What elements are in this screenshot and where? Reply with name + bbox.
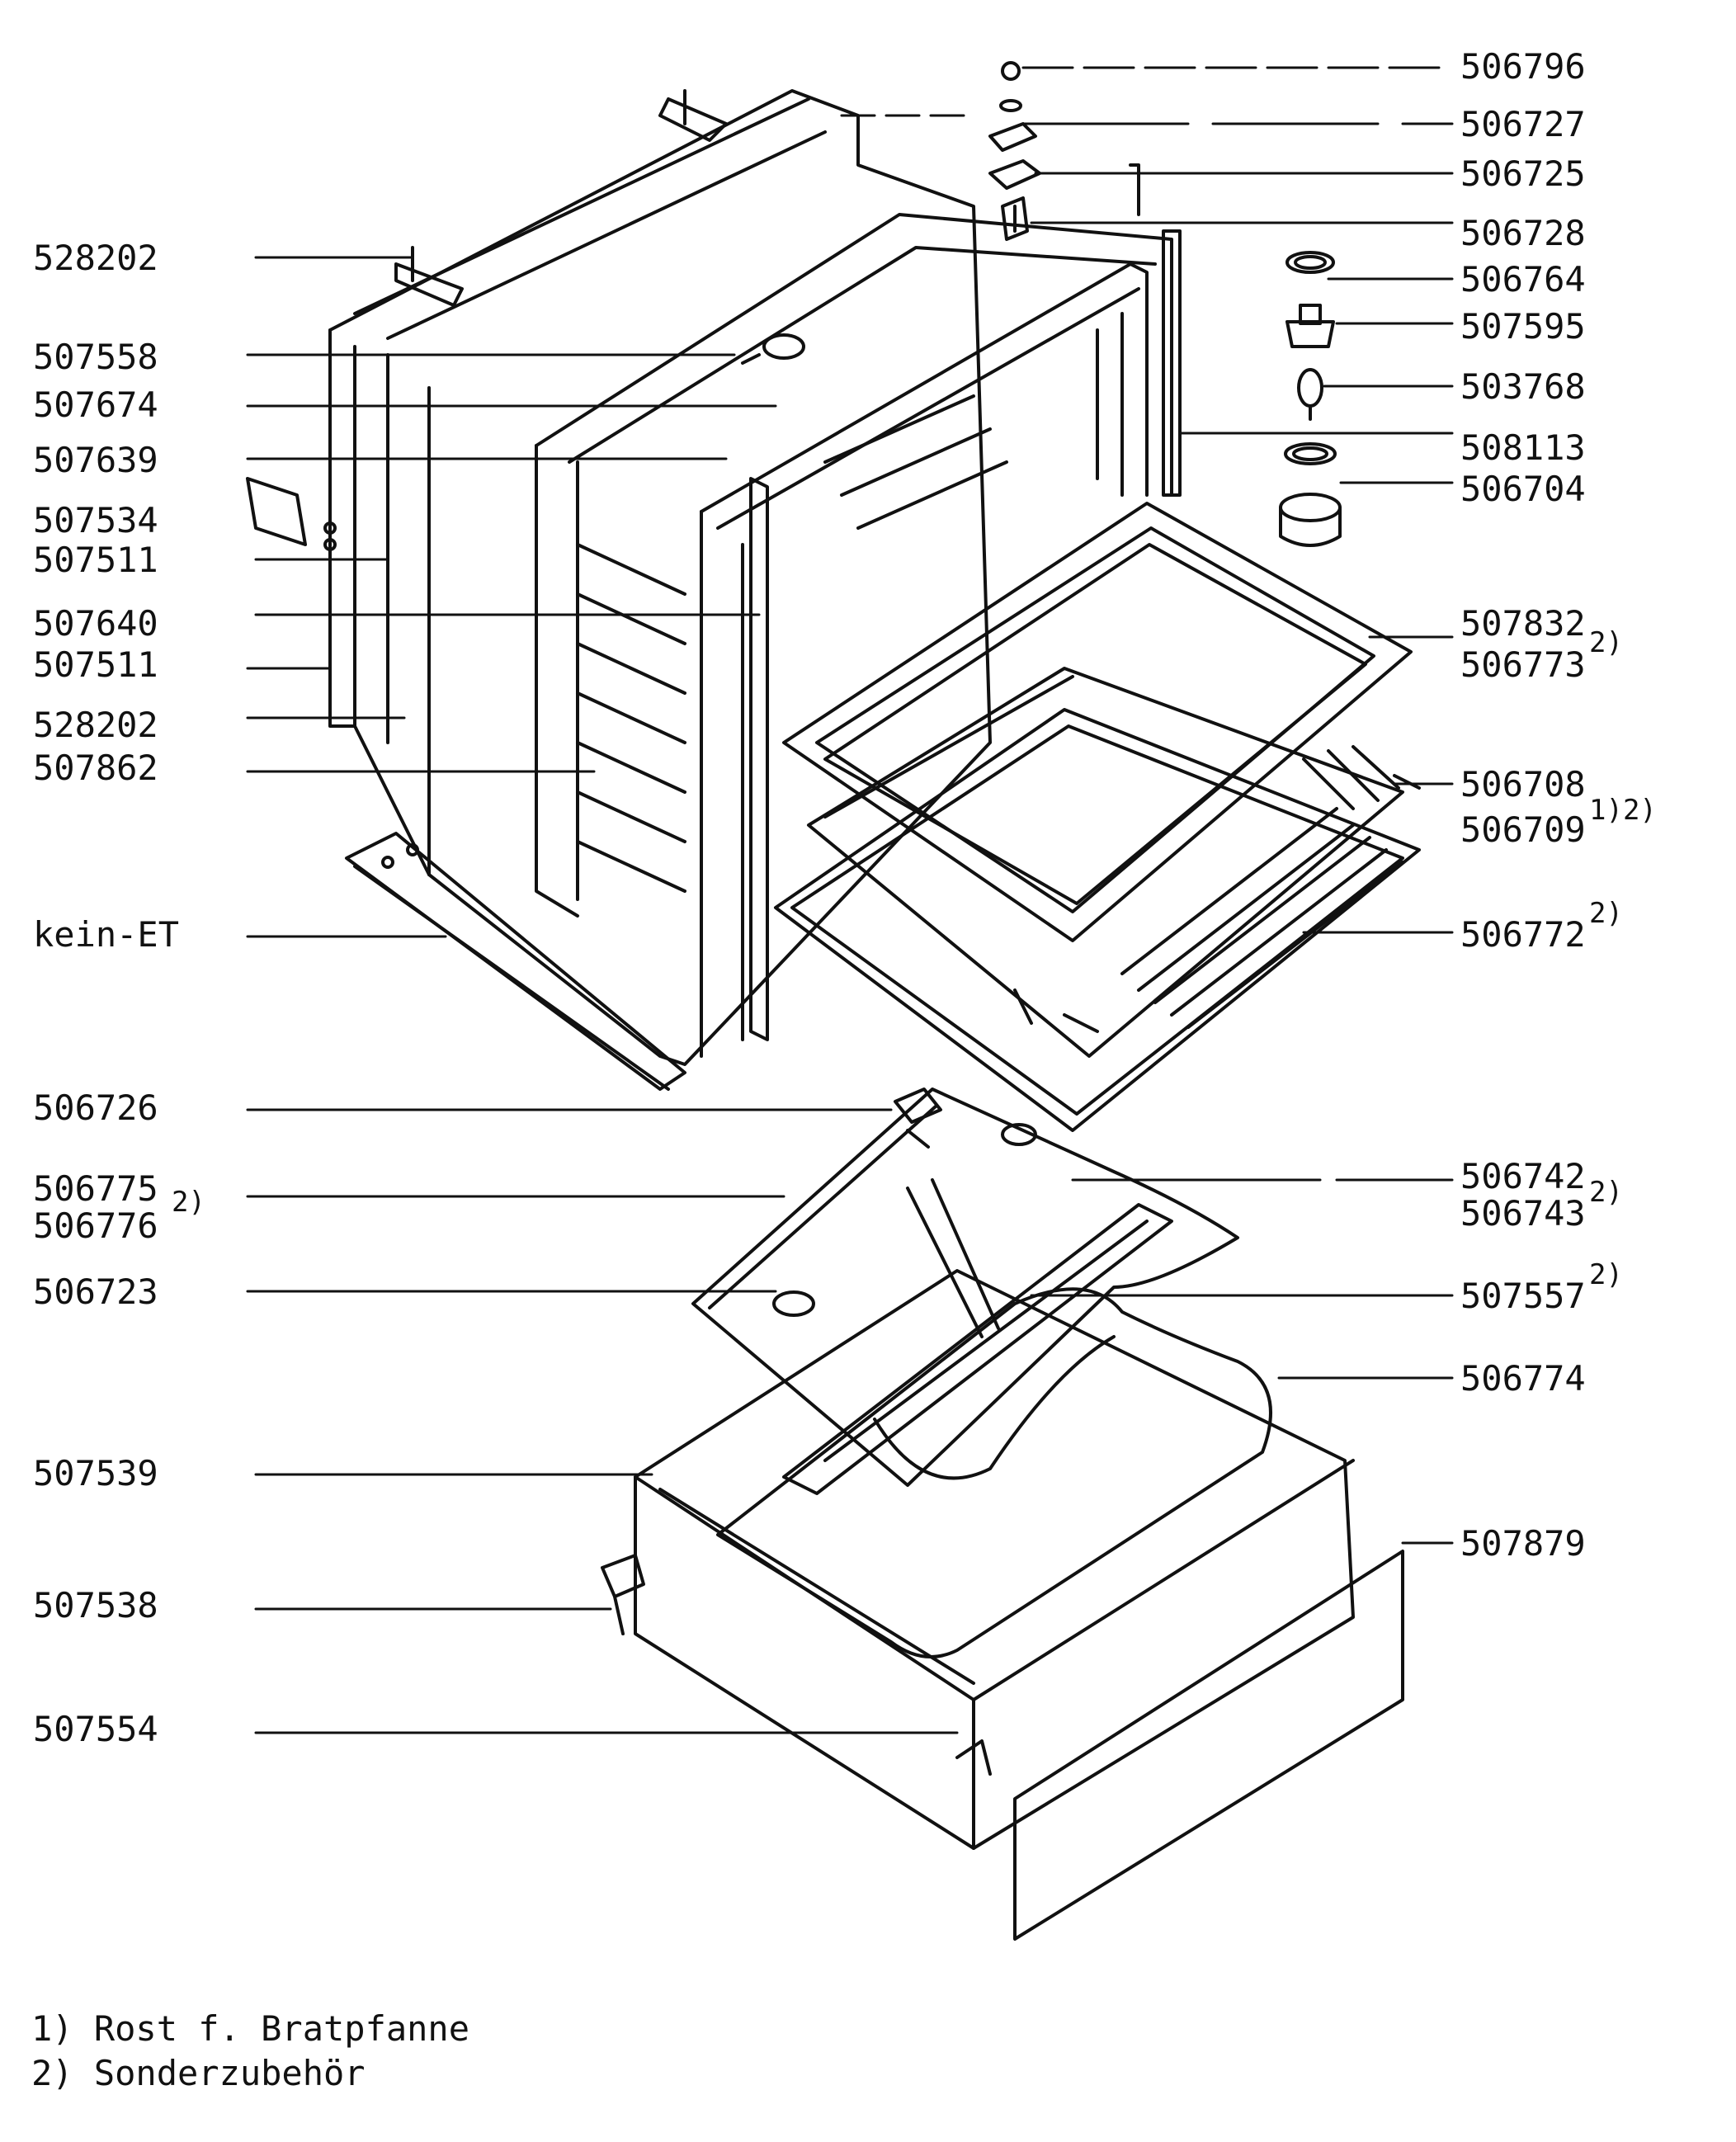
hinge-part <box>895 1089 1035 1147</box>
part-number-label: 507558 <box>33 337 158 377</box>
part-number-label: 507511 <box>33 644 158 685</box>
part-number-label: 506709 <box>1460 809 1586 850</box>
part-number-label: 506743 <box>1460 1193 1586 1234</box>
baking-tray <box>784 503 1411 941</box>
footnote-2: 2) Sonderzubehör <box>31 2053 366 2093</box>
door-handle-bar <box>784 1205 1172 1493</box>
part-number-label: 508113 <box>1460 427 1586 468</box>
part-number-label: 507674 <box>33 385 158 425</box>
leader-lines-left <box>248 257 957 1733</box>
heating-element <box>718 1289 1271 1657</box>
part-number-label: 506764 <box>1460 259 1586 300</box>
drawer-knob <box>602 1555 644 1634</box>
part-number-label: 506728 <box>1460 213 1586 253</box>
oven-cavity <box>536 215 1172 1056</box>
part-number-label: 506775 <box>33 1168 158 1209</box>
part-number-label: 528202 <box>33 238 158 278</box>
base-rail <box>347 833 685 1089</box>
footnote-1: 1) Rost f. Bratpfanne <box>31 2008 470 2049</box>
part-number-label: 506727 <box>1460 104 1586 144</box>
footnote-marker: 2) <box>172 1186 205 1219</box>
part-number-label: 507832 <box>1460 603 1586 644</box>
part-number-label: 507534 <box>33 500 158 540</box>
part-number-label: 506742 <box>1460 1156 1586 1196</box>
part-number-label: 506725 <box>1460 153 1586 194</box>
part-number-label: kein-ET <box>33 914 180 955</box>
part-number-label: 507557 <box>1460 1276 1586 1316</box>
drawer-front-panel <box>1015 1551 1403 1939</box>
side-bracket <box>248 479 335 550</box>
footnote-marker: 1)2) <box>1589 794 1657 827</box>
footnote-marker: 2) <box>1589 626 1623 659</box>
drawer-runner <box>957 1741 990 1774</box>
part-number-label: 506796 <box>1460 46 1586 87</box>
part-number-label: 507640 <box>33 603 158 644</box>
part-number-label: 507879 <box>1460 1523 1586 1564</box>
top-rail-part <box>396 91 726 305</box>
gasket-strip <box>1130 165 1180 495</box>
door-seal-strip <box>751 479 767 1040</box>
part-number-label: 506726 <box>33 1088 158 1128</box>
lamp-assembly <box>1281 252 1340 545</box>
top-fasteners <box>990 63 1040 239</box>
part-number-label: 506723 <box>33 1272 158 1312</box>
part-number-label: 528202 <box>33 705 158 745</box>
part-number-label: 506704 <box>1460 469 1586 509</box>
part-number-label: 507639 <box>33 440 158 480</box>
part-number-label: 507539 <box>33 1453 158 1493</box>
part-number-label: 506774 <box>1460 1358 1586 1399</box>
part-number-label: 506773 <box>1460 644 1586 685</box>
part-number-label: 506772 <box>1460 914 1586 955</box>
door-inner-panel <box>693 1089 1238 1485</box>
lower-pan <box>776 710 1419 1130</box>
part-number-label: 507595 <box>1460 306 1586 347</box>
part-number-label: 507538 <box>33 1585 158 1625</box>
part-number-label: 507862 <box>33 748 158 788</box>
footnote-marker: 2) <box>1589 897 1623 930</box>
part-number-label: 506708 <box>1460 764 1586 804</box>
footnote-marker: 2) <box>1589 1258 1623 1291</box>
footnote-marker: 2) <box>1589 1176 1623 1209</box>
leader-lines-right <box>842 68 1452 1543</box>
part-number-label: 506776 <box>33 1205 158 1246</box>
part-number-label: 507511 <box>33 540 158 580</box>
part-number-label: 503768 <box>1460 366 1586 407</box>
grid-shelf <box>809 668 1419 1056</box>
storage-drawer <box>635 1271 1353 1848</box>
part-number-label: 507554 <box>33 1709 158 1749</box>
